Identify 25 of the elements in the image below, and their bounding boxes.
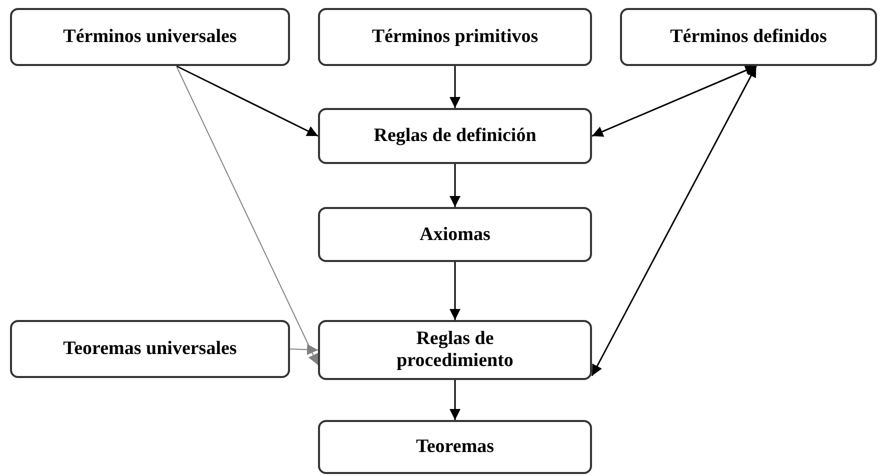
box-label: Términos universales <box>63 26 237 48</box>
arrow <box>450 164 460 207</box>
process-box <box>318 207 592 262</box>
box-label: Teoremas <box>416 436 494 458</box>
arrow <box>591 66 757 376</box>
process-box <box>620 8 877 66</box>
box-label: Términos primitivos <box>372 26 538 48</box>
arrow <box>176 66 318 366</box>
arrow <box>450 380 460 420</box>
box-label: Axiomas <box>420 224 490 246</box>
arrow <box>290 344 318 356</box>
box-label: Teoremas universales <box>63 338 237 360</box>
arrow <box>176 65 318 137</box>
box-label: Reglas de procedimiento <box>396 328 514 372</box>
box-label: Reglas de definición <box>374 125 536 147</box>
process-box <box>10 8 290 66</box>
arrow <box>450 66 460 108</box>
process-box <box>318 8 592 66</box>
arrow <box>592 65 756 137</box>
process-box <box>10 320 290 378</box>
process-box <box>318 320 592 380</box>
process-box <box>318 108 592 164</box>
process-box <box>318 420 592 474</box>
box-label: Términos definidos <box>670 26 827 48</box>
arrow <box>450 262 460 320</box>
